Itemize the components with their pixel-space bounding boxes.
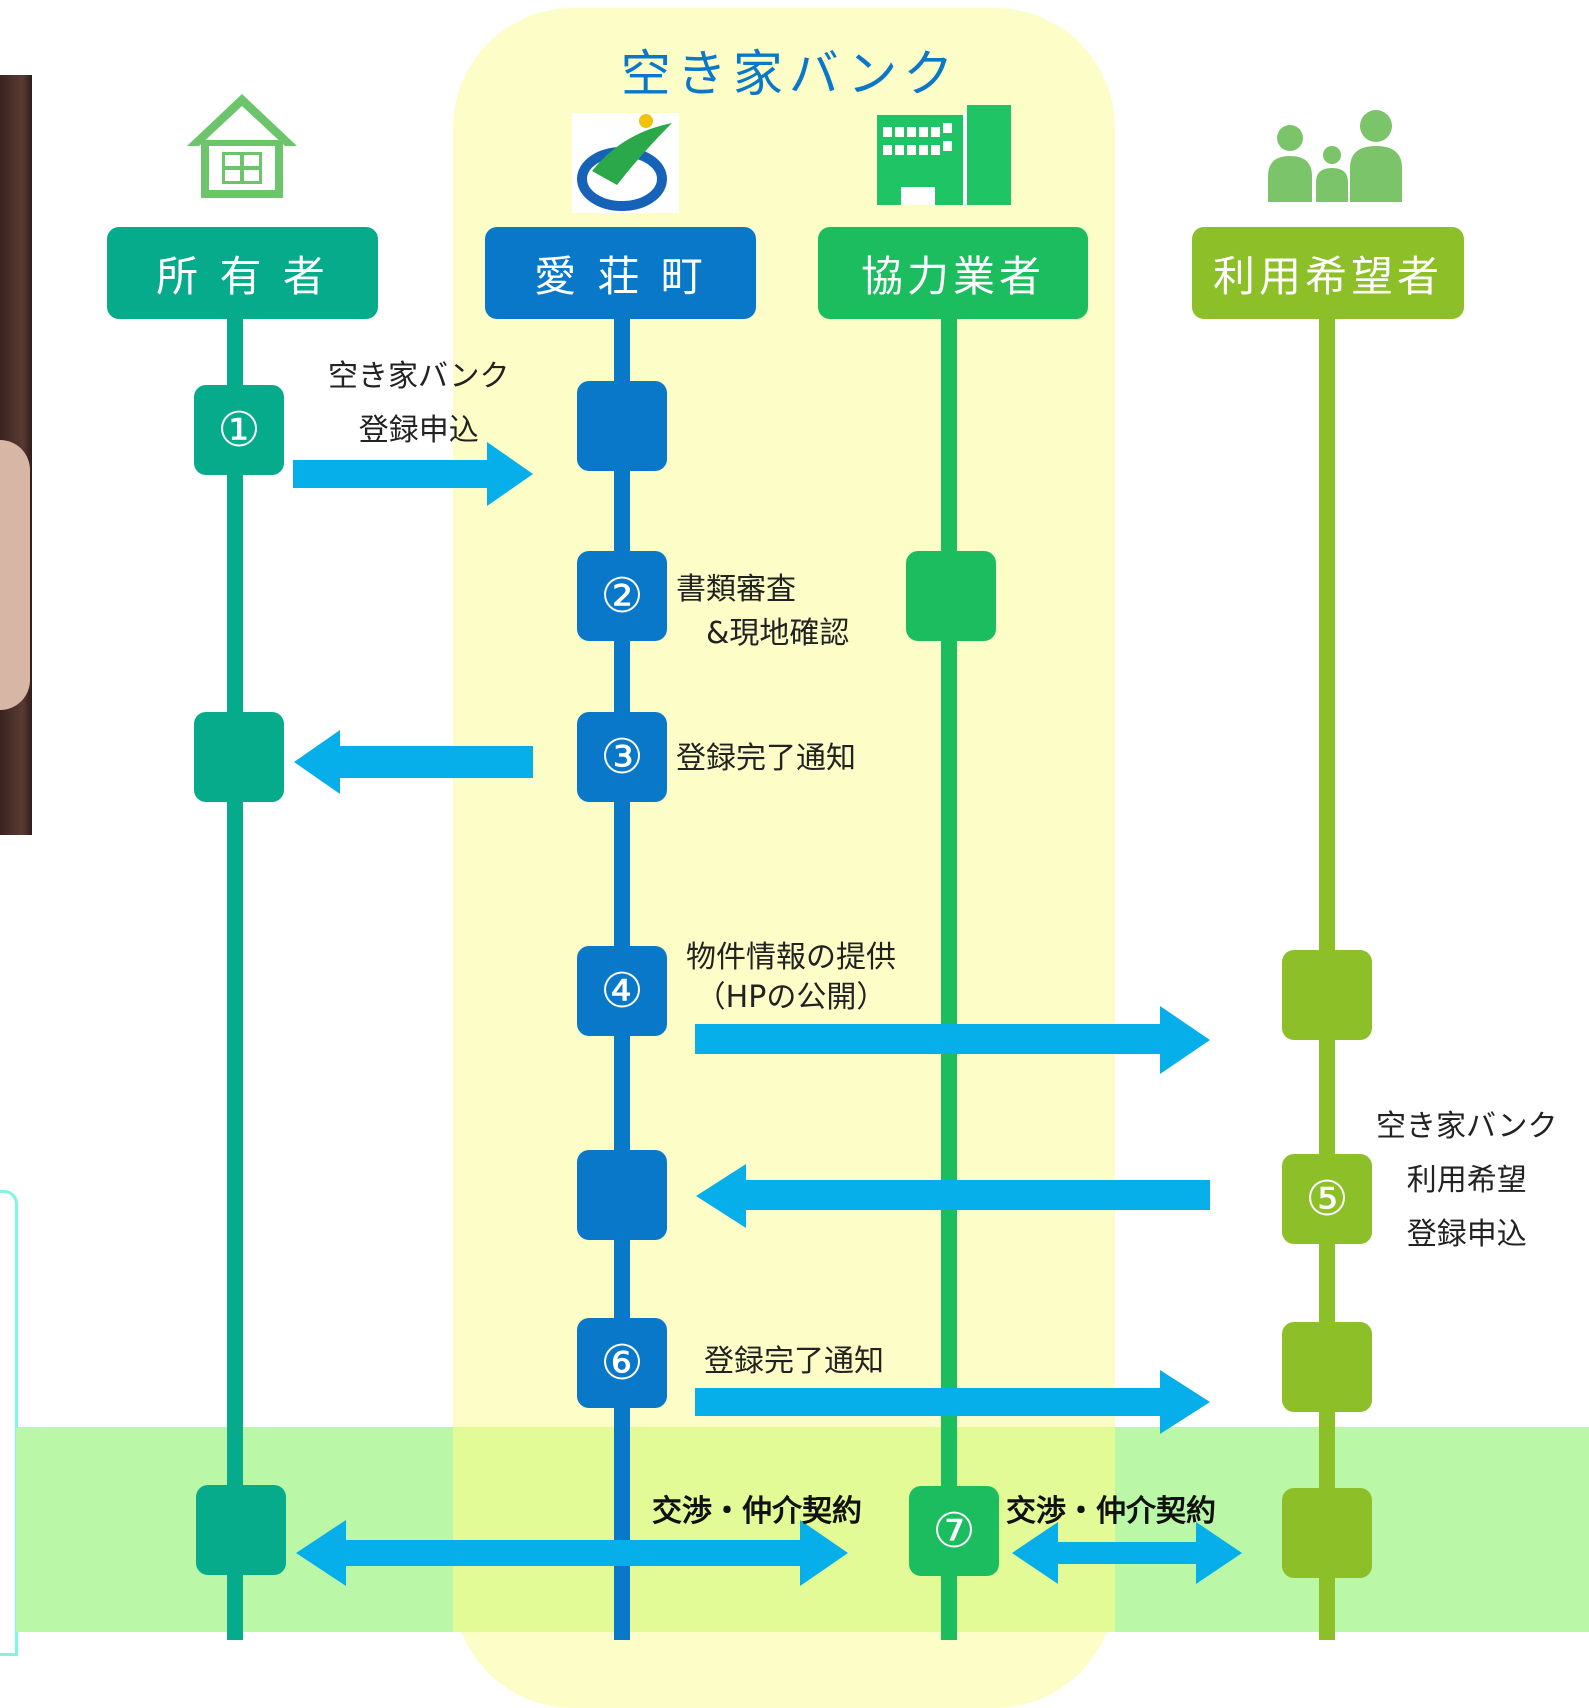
arrow-step-3 — [294, 730, 533, 794]
arrow-step-7-right — [1012, 1522, 1242, 1584]
step-6-node: ⑥ — [577, 1318, 667, 1408]
step-4-node: ④ — [577, 946, 667, 1036]
step-1-label: 空き家バンク 登録申込 — [328, 359, 510, 448]
header-town: 愛 荘 町 — [485, 227, 756, 319]
partner-node-2 — [906, 551, 996, 641]
flow-arrows — [293, 442, 1242, 1586]
step-2-label: 書類審査 &現地確認 — [676, 572, 850, 651]
building-icon — [877, 105, 1011, 205]
owner-node-3 — [194, 712, 284, 802]
step-7-label-left: 交渉・仲介契約 — [652, 1494, 862, 1529]
header-owner: 所 有 者 — [107, 227, 378, 319]
step-3-node: ③ — [577, 712, 667, 802]
step-7-node: ⑦ — [909, 1486, 999, 1576]
user-node-4 — [1282, 950, 1372, 1040]
step-5-label: 空き家バンク 利用希望 登録申込 — [1376, 1109, 1558, 1252]
step-6-label: 登録完了通知 — [704, 1344, 884, 1379]
owner-timeline — [227, 300, 243, 1640]
step-3-label: 登録完了通知 — [676, 741, 856, 776]
user-node-7 — [1282, 1488, 1372, 1578]
photo-fragment-highlight — [0, 440, 30, 710]
arrow-step-4 — [695, 1006, 1210, 1074]
user-node-6 — [1282, 1322, 1372, 1412]
arrow-step-7-left — [296, 1520, 848, 1586]
step-7-label-right: 交渉・仲介契約 — [1006, 1494, 1216, 1529]
header-user: 利用希望者 — [1192, 227, 1464, 319]
negotiation-band-bank-overlap — [453, 1427, 1115, 1632]
header-partner: 協力業者 — [818, 227, 1088, 319]
town-logo-icon — [572, 113, 679, 213]
town-node-1 — [577, 381, 667, 471]
house-icon — [187, 94, 297, 198]
step-5-node: ⑤ — [1282, 1154, 1372, 1244]
family-icon — [1268, 110, 1402, 202]
step-4-label: 物件情報の提供 （HPの公開） — [686, 940, 896, 1015]
bank-title: 空き家バンク — [620, 45, 960, 103]
arrow-step-1 — [293, 442, 533, 506]
arrow-step-5 — [696, 1164, 1210, 1228]
step-2-node: ② — [577, 551, 667, 641]
step-1-node: ① — [194, 385, 284, 475]
town-node-5 — [577, 1150, 667, 1240]
owner-node-7 — [196, 1485, 286, 1575]
arrow-step-6 — [695, 1370, 1210, 1434]
